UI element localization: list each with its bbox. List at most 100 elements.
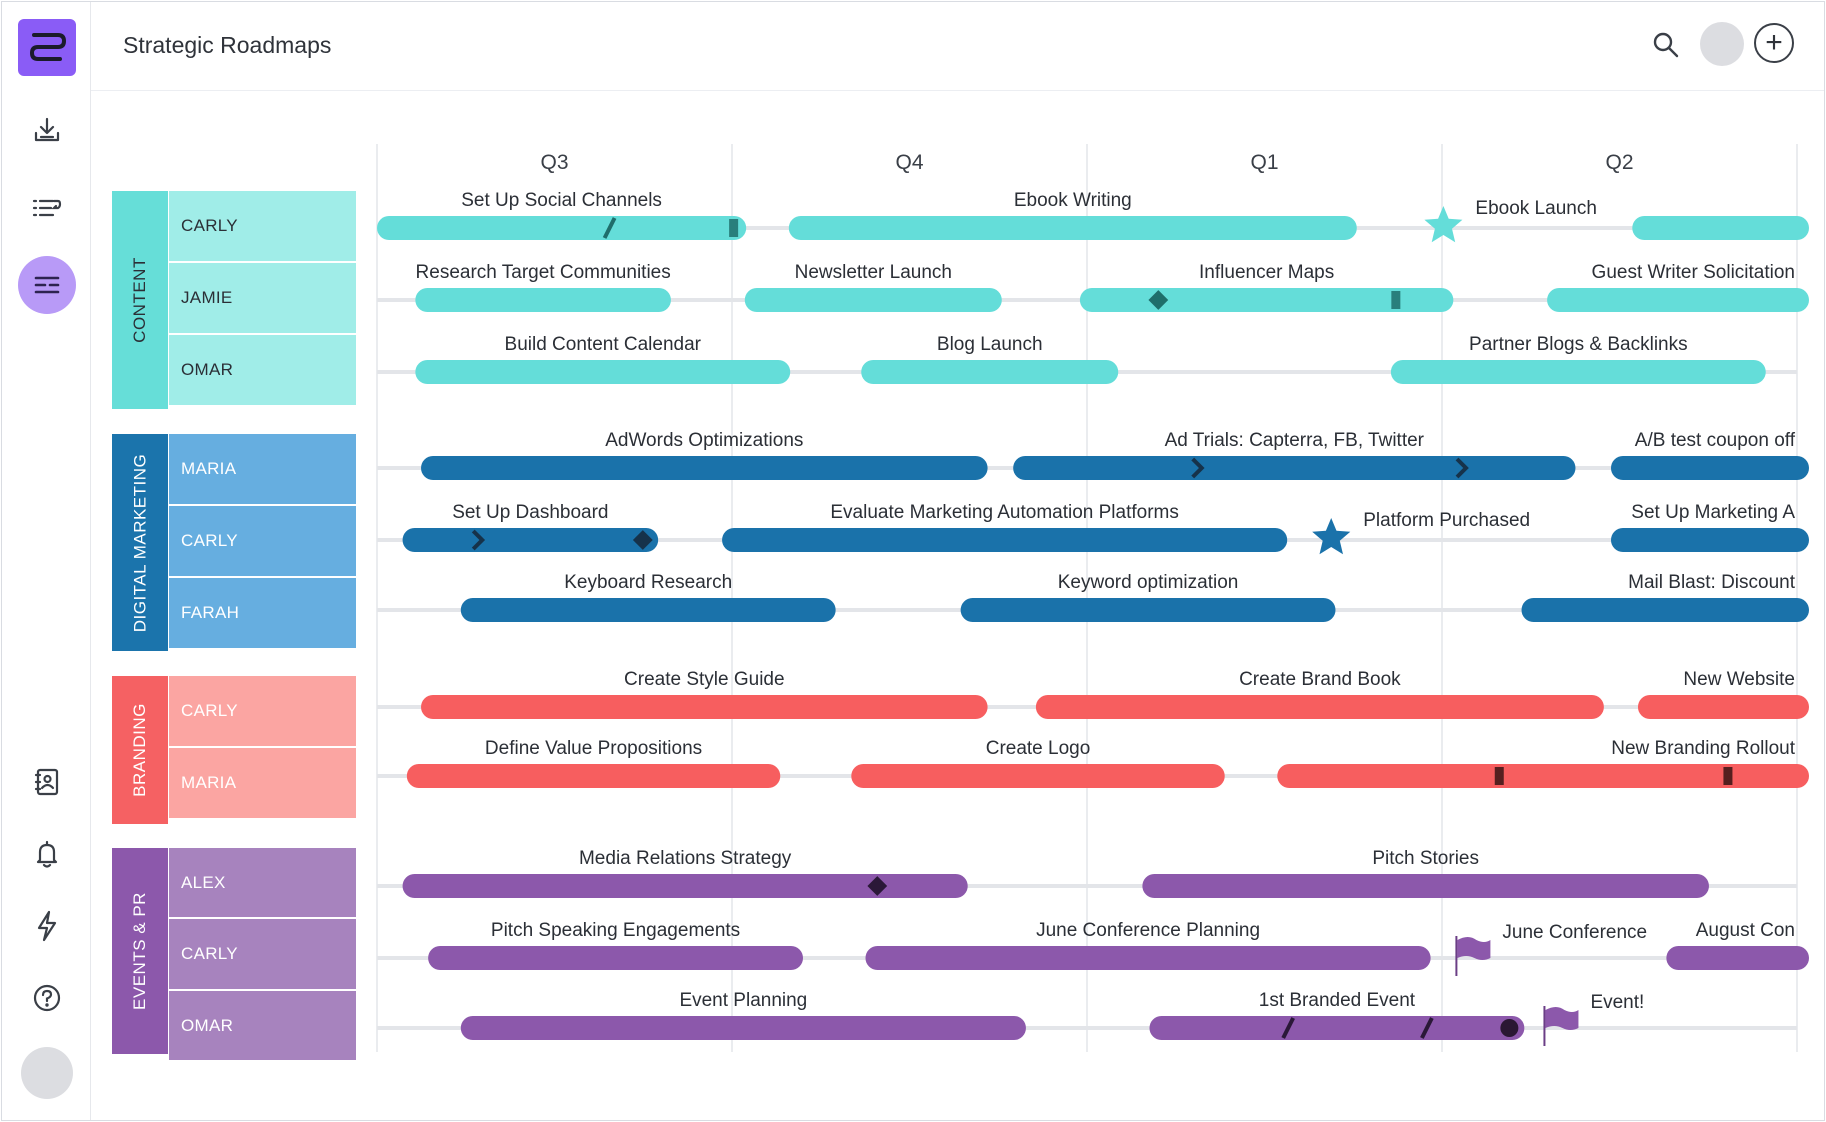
bar-label: Define Value Propositions	[485, 738, 702, 759]
star-icon[interactable]	[1424, 206, 1463, 243]
bell-icon[interactable]	[18, 825, 76, 883]
diamond-marker	[1148, 290, 1169, 310]
timeline-bar[interactable]	[406, 764, 781, 788]
group-label: DIGITAL MARKETING	[112, 434, 168, 651]
list-icon[interactable]	[18, 179, 76, 237]
timeline-bar[interactable]	[415, 360, 791, 384]
timeline-bar[interactable]	[377, 216, 747, 240]
member-row[interactable]: CARLY	[169, 506, 356, 576]
timeline-bar[interactable]	[1666, 946, 1809, 970]
group-label: EVENTS & PR	[112, 848, 168, 1054]
member-row[interactable]: FARAH	[169, 578, 356, 648]
quarter-label: Q3	[540, 151, 568, 174]
timeline-bar[interactable]	[722, 528, 1288, 552]
timeline-bar[interactable]	[402, 528, 659, 552]
bar-label: Set Up Dashboard	[452, 502, 608, 523]
bar-label: June Conference Planning	[1036, 920, 1260, 941]
page-title: Strategic Roadmaps	[123, 32, 332, 58]
timeline-bar[interactable]	[1610, 456, 1809, 480]
timeline-bar[interactable]	[1079, 288, 1454, 312]
timeline-bar[interactable]	[861, 360, 1119, 384]
member-row[interactable]: ALEX	[169, 848, 356, 917]
flag-icon[interactable]	[1543, 1006, 1579, 1046]
timeline-bar[interactable]	[428, 946, 803, 970]
bar-label: Keyboard Research	[564, 572, 732, 593]
bar-label: Ad Trials: Capterra, FB, Twitter	[1165, 430, 1425, 451]
bar-label: New Branding Rollout	[1611, 738, 1795, 759]
timeline-bar[interactable]	[1277, 764, 1809, 788]
user-avatar[interactable]	[21, 1047, 73, 1099]
bar-label: Event Planning	[679, 990, 807, 1011]
lightning-icon[interactable]	[18, 897, 76, 955]
member-row[interactable]: CARLY	[169, 919, 356, 989]
milestone-label: Platform Purchased	[1363, 510, 1530, 531]
quarter-label: Q1	[1250, 151, 1278, 174]
member-row[interactable]: CARLY	[169, 191, 356, 261]
timeline-bar[interactable]	[865, 946, 1431, 970]
bar-label: Influencer Maps	[1199, 262, 1334, 283]
member-row[interactable]: MARIA	[169, 748, 356, 818]
square-marker	[1391, 291, 1401, 309]
header-avatar[interactable]	[1700, 22, 1744, 66]
timeline-bar[interactable]	[1521, 598, 1809, 622]
timeline-bar[interactable]	[460, 1016, 1026, 1040]
search-icon[interactable]	[1650, 29, 1682, 61]
quarter-label: Q2	[1605, 151, 1633, 174]
timeline-bar[interactable]	[1149, 1016, 1525, 1040]
timeline-bar[interactable]	[1610, 528, 1809, 552]
download-icon[interactable]	[18, 101, 76, 159]
group-label: CONTENT	[112, 191, 168, 409]
timeline-bar[interactable]	[1632, 216, 1809, 240]
contacts-icon[interactable]	[18, 753, 76, 811]
member-row[interactable]: OMAR	[169, 991, 356, 1060]
member-row[interactable]: JAMIE	[169, 263, 356, 333]
timeline-bar[interactable]	[1547, 288, 1809, 312]
member-row[interactable]: CARLY	[169, 676, 356, 746]
help-icon[interactable]	[18, 969, 76, 1027]
timeline-bar[interactable]	[402, 874, 968, 898]
flag-icon[interactable]	[1455, 936, 1491, 976]
bar-label: Media Relations Strategy	[579, 848, 792, 869]
square-marker	[1723, 767, 1733, 785]
star-icon[interactable]	[1312, 518, 1351, 555]
timeline-bar[interactable]	[421, 456, 988, 480]
timeline-bar[interactable]	[851, 764, 1225, 788]
bar-label: Newsletter Launch	[795, 262, 952, 283]
timeline-bar[interactable]	[744, 288, 1002, 312]
timeline-bar[interactable]	[788, 216, 1357, 240]
bar-label: Mail Blast: Discount	[1628, 572, 1796, 593]
roadmap-icon[interactable]	[18, 256, 76, 314]
timeline-bar[interactable]	[421, 695, 988, 719]
timeline-bar[interactable]	[960, 598, 1336, 622]
member-row[interactable]: OMAR	[169, 335, 356, 405]
circle-marker	[1500, 1019, 1519, 1037]
timeline-bar[interactable]	[1013, 456, 1576, 480]
bar-label: A/B test coupon off	[1635, 430, 1796, 451]
slash-marker	[1281, 1017, 1295, 1039]
timeline-bar[interactable]	[415, 288, 671, 312]
header: Strategic Roadmaps +	[91, 2, 1824, 91]
chevron-marker	[1191, 457, 1205, 479]
diamond-marker	[632, 530, 653, 550]
diamond-marker	[867, 876, 888, 896]
timeline-bar[interactable]	[1142, 874, 1709, 898]
sidebar	[2, 2, 91, 1120]
app-logo[interactable]	[18, 19, 76, 76]
bar-label: New Website	[1683, 669, 1795, 690]
timeline-bar[interactable]	[1390, 360, 1766, 384]
timeline-bar[interactable]	[1637, 695, 1809, 719]
timeline-bar[interactable]	[1035, 695, 1604, 719]
square-marker	[729, 219, 739, 237]
bar-label: Create Style Guide	[624, 669, 785, 690]
bar-label: Research Target Communities	[416, 262, 671, 283]
milestone-label: June Conference	[1502, 922, 1647, 943]
timeline-bar[interactable]	[460, 598, 836, 622]
member-row[interactable]: MARIA	[169, 434, 356, 504]
add-button[interactable]: +	[1754, 23, 1794, 63]
